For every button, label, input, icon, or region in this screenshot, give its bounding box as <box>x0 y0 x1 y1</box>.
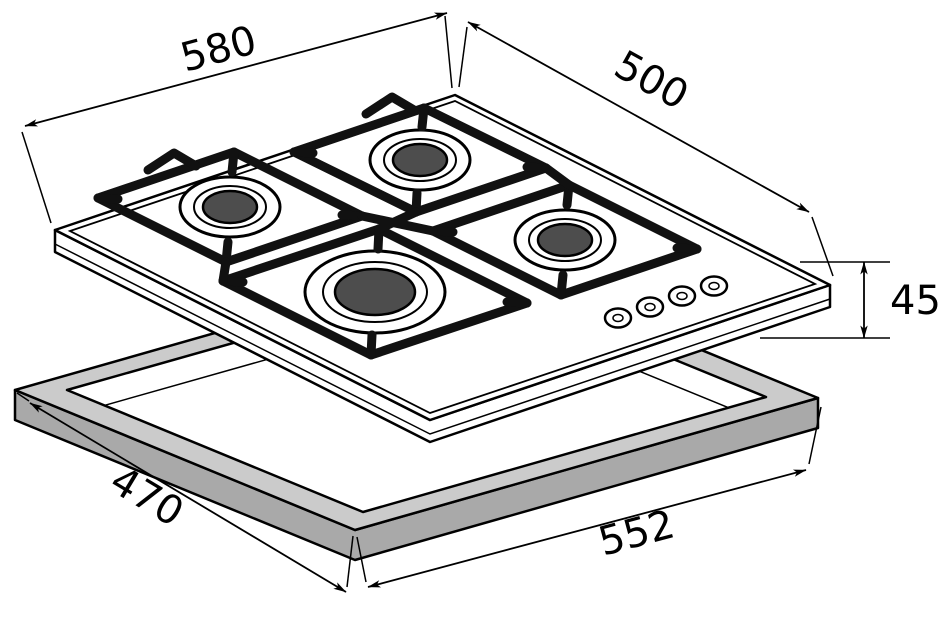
control-knobs <box>603 275 729 329</box>
hob-edge-detail-line <box>54 243 831 435</box>
burner-back-left <box>178 175 282 239</box>
hob <box>53 92 832 444</box>
dimension-label-45: 45 <box>890 278 941 324</box>
burner-front-large <box>303 249 447 335</box>
dimension-height-45: 45 <box>760 261 941 339</box>
knob-2 <box>635 296 665 318</box>
knob-1 <box>603 307 633 329</box>
burner-cap <box>333 267 417 317</box>
burner-cap <box>201 189 259 225</box>
knob-4 <box>699 275 729 297</box>
burner-right <box>513 208 617 272</box>
knob-3 <box>667 285 697 307</box>
burner-cap <box>391 142 449 178</box>
dimension-label-580: 580 <box>176 17 262 81</box>
burner-cap <box>536 222 594 258</box>
grate-foot-left <box>143 148 201 175</box>
dimension-label-552: 552 <box>594 501 680 565</box>
burner-back-right <box>368 128 472 192</box>
